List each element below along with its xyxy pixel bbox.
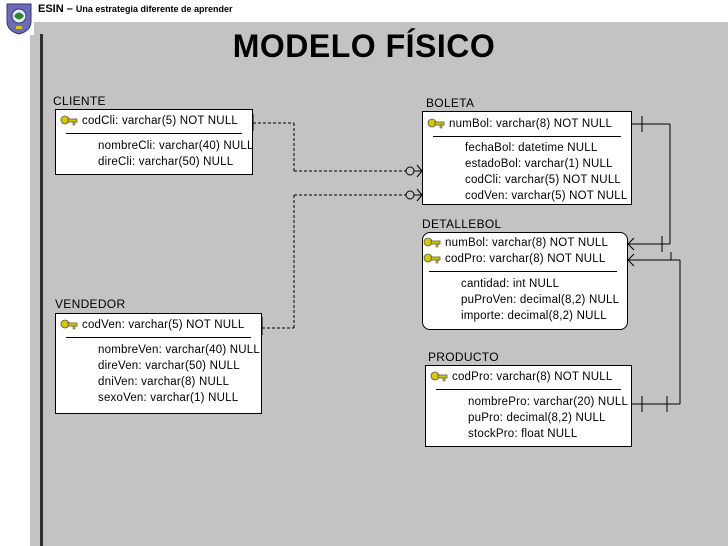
attribute: direVen: varchar(50) NULL: [98, 360, 240, 372]
rel-cliente-boleta: [252, 114, 423, 178]
attribute: codCli: varchar(5) NOT NULL: [465, 174, 622, 186]
key-attribute: codPro: varchar(8) NOT NULL: [430, 369, 621, 385]
entity-title-producto: PRODUCTO: [428, 350, 499, 364]
entity-boleta: numBol: varchar(8) NOT NULL fechaBol: da…: [422, 111, 632, 205]
brand-text: ESIN – Una estrategia diferente de apren…: [38, 3, 233, 15]
key-icon: [60, 319, 78, 330]
entity-vendedor: codVen: varchar(5) NOT NULL nombreVen: v…: [55, 313, 262, 414]
attribute: estadoBol: varchar(1) NULL: [465, 158, 613, 170]
brand-tagline: Una estrategia diferente de aprender: [75, 4, 233, 14]
attribute: cantidad: int NULL: [461, 278, 560, 290]
entity-detallebol: numBol: varchar(8) NOT NULL codPro: varc…: [422, 232, 628, 330]
header-bar: [0, 0, 728, 22]
attribute: nombreCli: varchar(40) NULL: [98, 140, 254, 152]
key-attribute: codCli: varchar(5) NOT NULL: [60, 113, 242, 129]
entity-title-boleta: BOLETA: [426, 96, 475, 110]
attribute: puProVen: decimal(8,2) NULL: [461, 294, 620, 306]
key-icon: [60, 115, 78, 126]
attribute: nombreVen: varchar(40) NULL: [98, 344, 261, 356]
attribute: fechaBol: datetime NULL: [465, 142, 598, 154]
rel-producto-detallebol: [627, 252, 681, 412]
key-attribute: codPro: varchar(8) NOT NULL: [423, 251, 617, 267]
key-attribute: codVen: varchar(5) NOT NULL: [60, 317, 251, 333]
logo-icon: [4, 1, 34, 35]
key-icon: [423, 253, 441, 264]
attribute: sexoVen: varchar(1) NULL: [98, 392, 239, 404]
left-strip: [0, 22, 30, 546]
entity-title-vendedor: VENDEDOR: [55, 297, 126, 311]
key-icon: [427, 118, 445, 129]
entity-cliente: codCli: varchar(5) NOT NULL nombreCli: v…: [55, 109, 253, 175]
key-attribute: numBol: varchar(8) NOT NULL: [423, 235, 617, 251]
attribute: stockPro: float NULL: [468, 428, 578, 440]
attribute: puPro: decimal(8,2) NULL: [468, 412, 606, 424]
entity-producto: codPro: varchar(8) NOT NULL nombrePro: v…: [425, 365, 632, 447]
attribute: dniVen: varchar(8) NULL: [98, 376, 230, 388]
attribute: nombrePro: varchar(20) NULL: [468, 396, 629, 408]
key-icon: [430, 371, 448, 382]
attribute: importe: decimal(8,2) NULL: [461, 310, 607, 322]
key-attribute: numBol: varchar(8) NOT NULL: [427, 116, 621, 132]
page-title: MODELO FÍSICO: [232, 28, 496, 64]
rel-vendedor-boleta: [261, 188, 423, 335]
left-divider: [40, 34, 43, 546]
rel-boleta-detallebol: [627, 116, 671, 252]
entity-title-cliente: CLIENTE: [53, 94, 106, 108]
entity-title-detallebol: DETALLEBOL: [422, 217, 502, 231]
attribute: codVen: varchar(5) NOT NULL: [465, 190, 628, 202]
attribute: direCli: varchar(50) NULL: [98, 156, 234, 168]
key-icon: [423, 237, 441, 248]
